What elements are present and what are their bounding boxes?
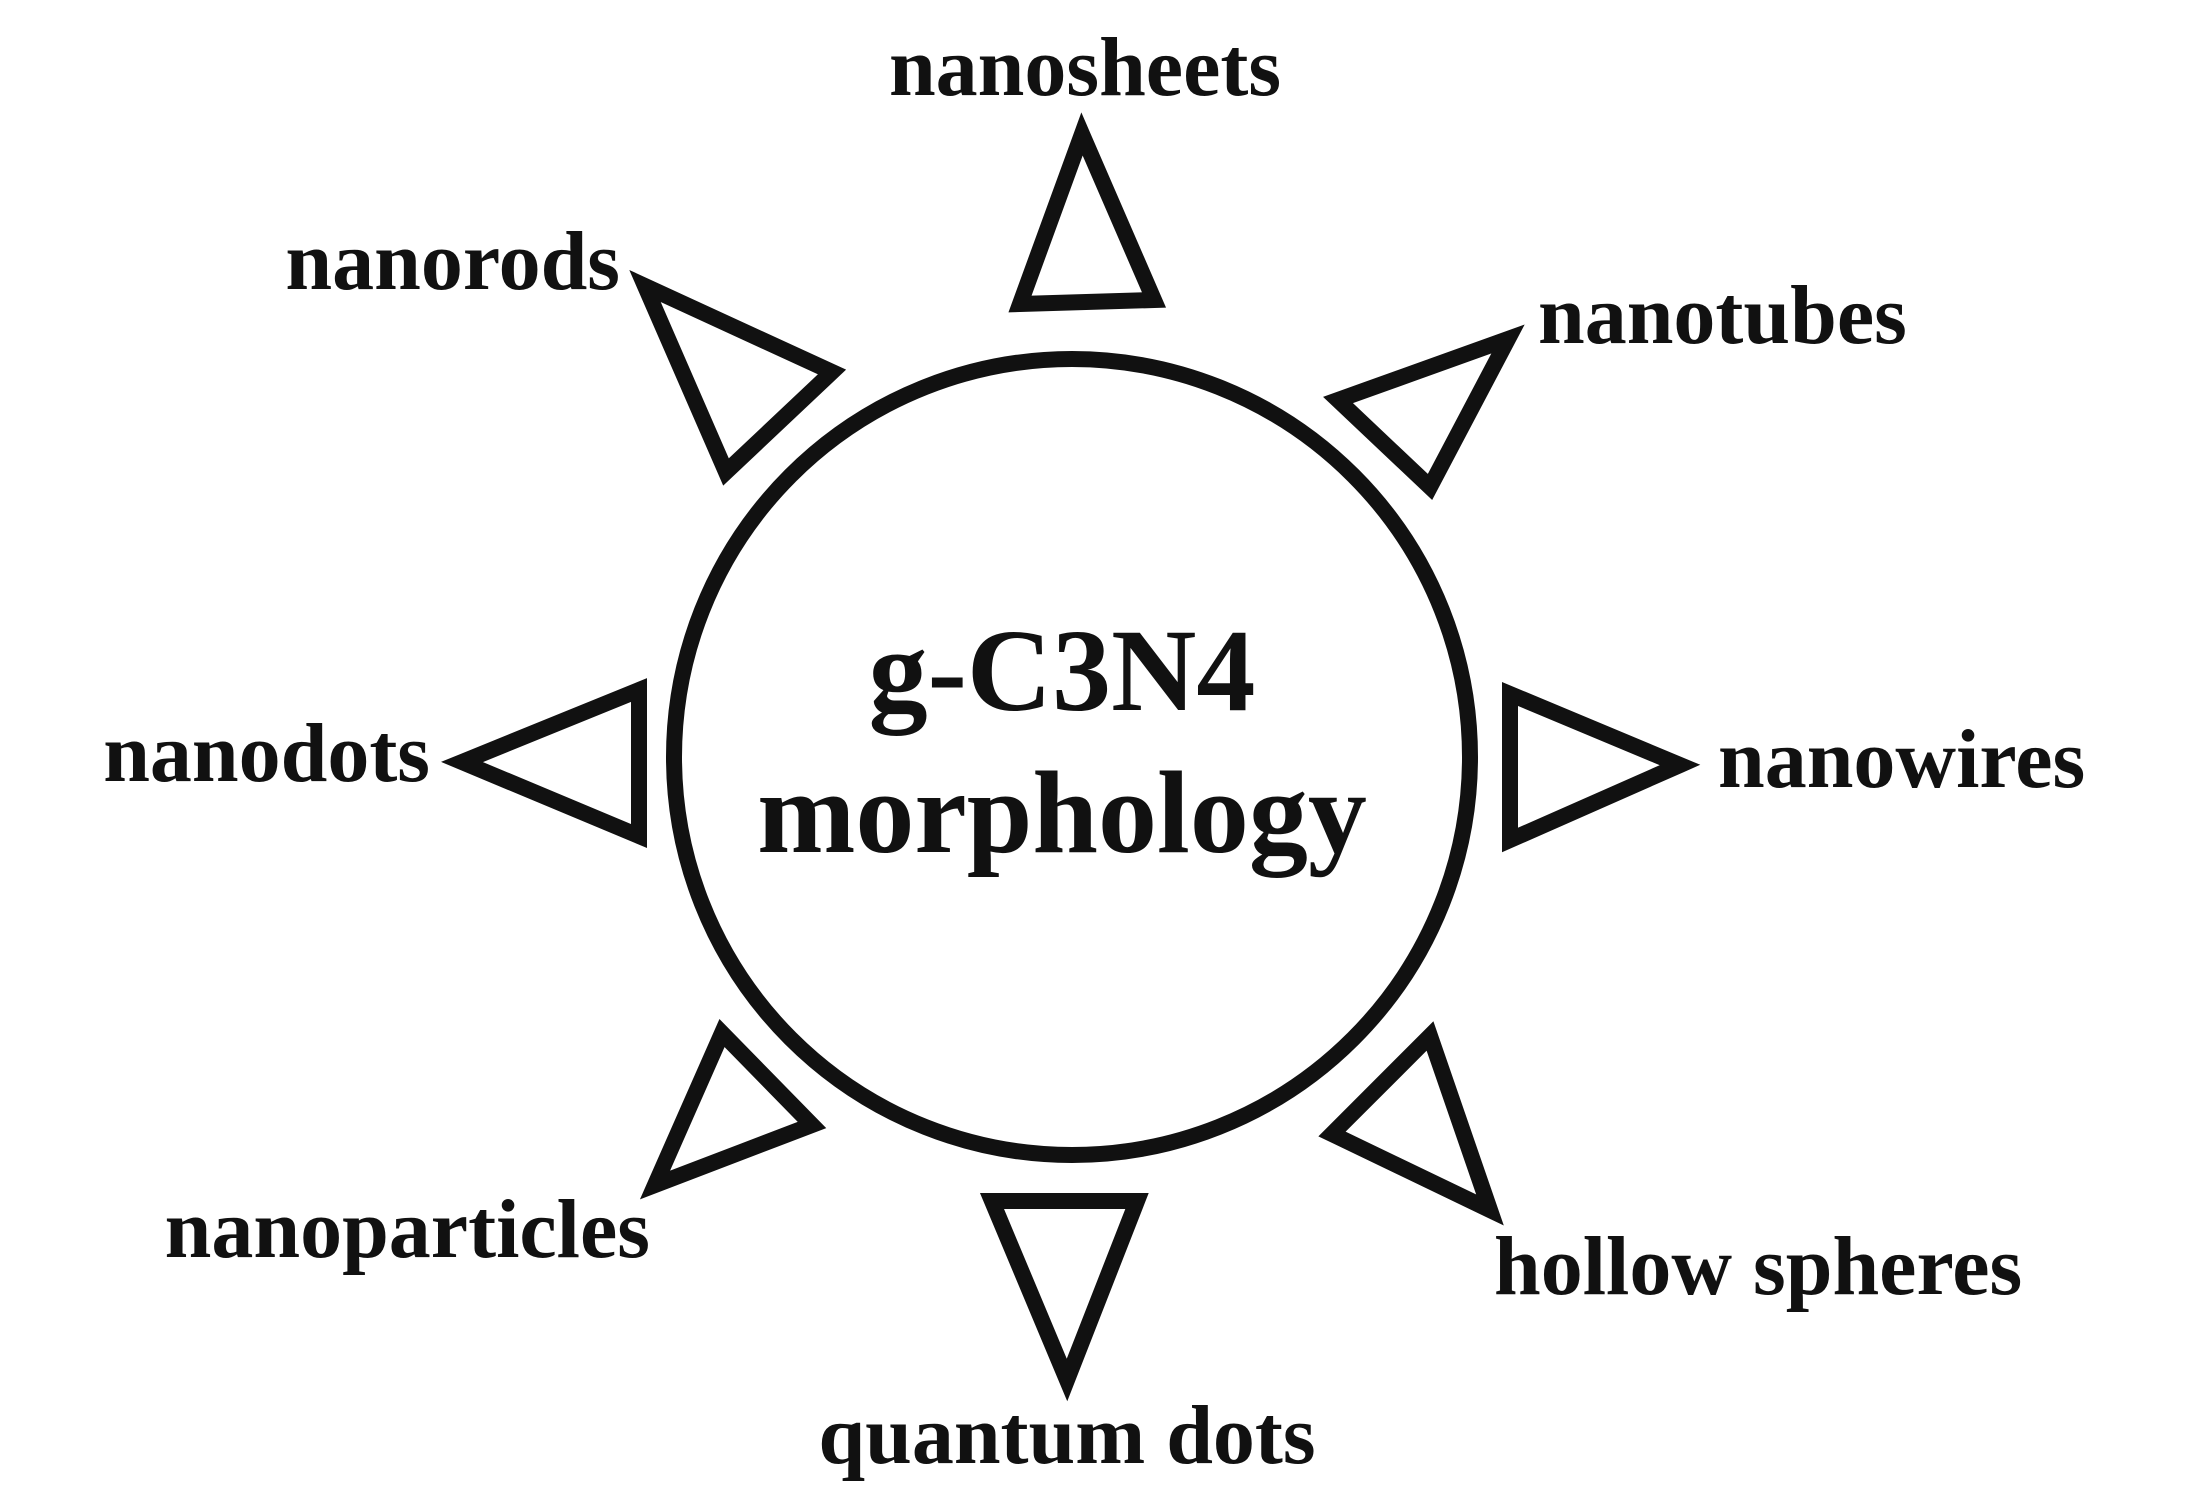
triangle-nanowires (1502, 681, 1701, 853)
label-nanoparticles: nanoparticles (165, 1183, 650, 1276)
triangle-nanodots (441, 678, 647, 849)
label-quantum-dots: quantum dots (818, 1389, 1315, 1482)
triangle-nanosheets (1008, 112, 1167, 313)
triangle-nanorods (629, 269, 847, 486)
label-nanodots: nanodots (103, 707, 430, 800)
label-nanosheets: nanosheets (889, 21, 1281, 114)
label-nanorods: nanorods (285, 215, 620, 308)
center-label-line2: morphology (757, 747, 1367, 878)
triangle-nanoparticles (639, 1018, 827, 1200)
label-hollow-spheres: hollow spheres (1494, 1220, 2022, 1313)
triangle-hollow-spheres (1318, 1021, 1504, 1226)
center-circle (666, 351, 1478, 1163)
center-label-line1: g-C3N4 (869, 605, 1256, 736)
label-nanowires: nanowires (1718, 713, 2085, 806)
label-nanotubes: nanotubes (1538, 269, 1907, 362)
triangle-quantum-dots (979, 1193, 1149, 1402)
triangle-nanotubes (1323, 324, 1525, 501)
